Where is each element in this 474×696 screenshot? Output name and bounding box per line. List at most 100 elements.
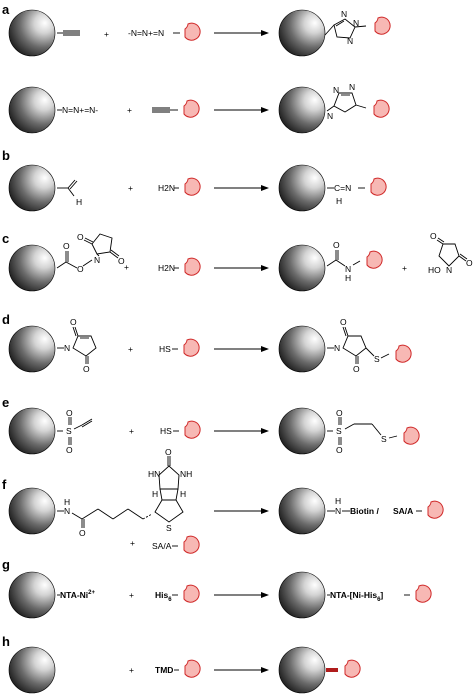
bead xyxy=(8,244,56,292)
byproduct-plus: + xyxy=(402,263,407,273)
biotin-atom: H xyxy=(180,489,186,499)
protein-shape xyxy=(184,22,201,41)
panel-label-g: g xyxy=(2,557,10,572)
plus-sign: + xyxy=(128,183,133,193)
panel-label-c: c xyxy=(2,231,9,246)
biotin-atom: NH xyxy=(180,469,192,479)
panel-label-e: e xyxy=(2,395,9,410)
imine-text: C=N xyxy=(334,183,351,193)
streptavidin-reagent-text: SA/A xyxy=(152,541,172,551)
bead xyxy=(278,571,326,619)
bead xyxy=(278,244,326,292)
panel-label-b: b xyxy=(2,148,10,163)
maleimide-group xyxy=(57,326,97,364)
panel-f: f O NH HN H H S N H O + SA/A xyxy=(2,447,444,554)
nhs-atom: HO xyxy=(428,265,441,275)
nhs-atom: O xyxy=(430,231,437,241)
product-atom: N xyxy=(334,343,340,353)
vinyl-sulfone-group xyxy=(57,417,93,445)
aldehyde-group xyxy=(57,179,78,197)
biotin-atom: O xyxy=(79,528,86,538)
bead xyxy=(8,325,56,373)
plus-sign: + xyxy=(130,538,135,548)
ester-atom: N xyxy=(94,255,100,265)
thiol-reagent-text: HS xyxy=(160,426,172,436)
product-atom: S xyxy=(381,434,387,444)
sulfone-atom: O xyxy=(66,445,73,455)
product-atom: O xyxy=(340,317,347,327)
biotin-nh-atom: N xyxy=(335,506,341,516)
bead xyxy=(278,407,326,455)
azide-bead-text: N=N+=N- xyxy=(62,105,98,115)
protein-shape xyxy=(373,99,390,118)
biotin-linker xyxy=(57,456,184,528)
bead xyxy=(8,9,56,57)
protein-shape xyxy=(184,177,201,196)
triazole-atom: N xyxy=(341,9,347,19)
biotin-atom: H xyxy=(64,497,70,507)
biotin-atom: N xyxy=(64,506,70,516)
triazole-ring xyxy=(326,92,367,113)
sulfone-atom: S xyxy=(66,426,72,436)
maleimide-atom: O xyxy=(70,317,77,327)
thioether-sulfone-group xyxy=(327,417,398,445)
nhs-atom: N xyxy=(446,265,452,275)
panel-label-h: h xyxy=(2,634,10,649)
nta-bead-text: NTA-Ni2+ xyxy=(60,590,96,600)
maleimide-atom: O xyxy=(83,364,90,374)
panel-label-a: a xyxy=(2,2,10,17)
product-atom: O xyxy=(353,364,360,374)
alkyne-linker xyxy=(152,107,178,113)
triazole-atom: N xyxy=(333,85,339,95)
amide-atom: N xyxy=(345,264,351,274)
protein-shape xyxy=(184,257,201,276)
bead xyxy=(8,407,56,455)
nta-product-text: NTA-[Ni-His6] xyxy=(330,590,383,603)
azide-reagent-text: -N=N+=N xyxy=(128,28,164,38)
protein-shape xyxy=(183,584,200,603)
bead xyxy=(278,9,326,57)
panel-label-d: d xyxy=(2,312,10,327)
amine-reagent-text: H2N xyxy=(158,263,175,273)
streptavidin-product-text: SA/A xyxy=(393,506,413,516)
triazole-ring xyxy=(324,18,367,39)
biotin-h-atom: H xyxy=(335,496,341,506)
aldehyde-h: H xyxy=(76,197,82,207)
protein-shape xyxy=(344,659,361,678)
panel-e: e S O O + HS S O O S xyxy=(2,395,420,455)
bead xyxy=(278,646,326,694)
bead xyxy=(278,325,326,373)
ester-atom: O xyxy=(118,256,125,266)
biotin-atom: H xyxy=(152,489,158,499)
protein-shape xyxy=(183,535,200,554)
bead xyxy=(278,86,326,134)
protein-shape xyxy=(395,344,412,363)
protein-shape xyxy=(366,250,383,269)
tmd-anchor-bar xyxy=(326,668,338,672)
panel-a: a + -N=N+=N N N N N=N+=N- + xyxy=(2,2,391,134)
thiosuccinimide-group xyxy=(327,326,390,364)
protein-shape xyxy=(427,500,444,519)
sulfone-atom: O xyxy=(66,408,73,418)
protein-shape xyxy=(183,99,200,118)
plus-sign: + xyxy=(127,105,132,115)
panel-d: d O N O + HS O N O S xyxy=(2,312,412,374)
imine-h: H xyxy=(336,196,342,206)
plus-sign: + xyxy=(129,590,134,600)
ester-atom: O xyxy=(77,264,84,274)
plus-sign: + xyxy=(129,426,134,436)
product-atom: O xyxy=(336,408,343,418)
nhs-byproduct xyxy=(436,237,468,267)
protein-shape xyxy=(370,177,387,196)
triazole-atom: N xyxy=(347,36,353,46)
bead xyxy=(8,571,56,619)
biotin-atom: O xyxy=(165,447,172,457)
amine-reagent-text: H2N xyxy=(158,183,175,193)
tmd-reagent-text: TMD xyxy=(155,665,173,675)
maleimide-atom: N xyxy=(64,343,70,353)
biotin-product-text: Biotin / xyxy=(350,506,379,516)
product-atom: S xyxy=(374,354,380,364)
plus-sign: + xyxy=(128,344,133,354)
biotin-atom: HN xyxy=(148,469,160,479)
